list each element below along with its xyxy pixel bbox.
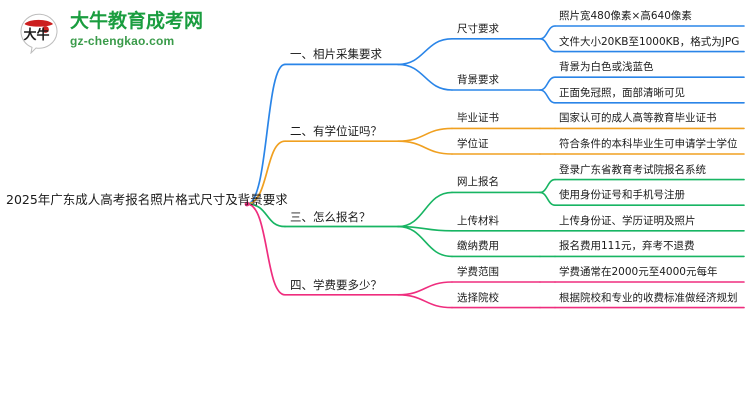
sub-node-2-2-label: 学位证 [457,138,489,150]
detail-label-2-2-1: 符合条件的本科毕业生可申请学士学位 [559,138,738,150]
detail-label-1-1-1: 照片宽480像素×高640像素 [559,10,692,22]
branch-3-label: 三、怎么报名？ [290,209,371,224]
logo-domain: gz-chengkao.com [70,34,175,48]
sub-node-3-2-label: 上传材料 [457,214,499,227]
logo-mark-icon: 大牛 [20,13,58,54]
sub-node-4-1-label: 学费范围 [457,266,499,278]
detail-label-1-1-2: 文件大小20KB至1000KB，格式为JPG [559,35,740,48]
branch-4-label: 四、学费要多少？ [290,277,382,292]
detail-label-3-3-1: 报名费用111元，弃考不退费 [559,240,695,253]
sub-node-1-1-label: 尺寸要求 [457,22,499,35]
detail-label-4-1-1: 学费通常在2000元至4000元每年 [559,266,718,278]
detail-label-2-1-1: 国家认可的成人高等教育毕业证书 [559,112,717,125]
sub-node-1-2-label: 背景要求 [457,74,499,86]
sub-node-3-1-label: 网上报名 [457,176,499,189]
detail-label-4-2-1: 根据院校和专业的收费标准做经济规划 [559,291,738,304]
logo-site-name: 大牛教育成考网 [70,10,204,32]
sub-node-4-2-label: 选择院校 [457,291,499,304]
detail-label-3-1-2: 使用身份证号和手机号注册 [559,189,685,202]
detail-label-1-2-1: 背景为白色或浅蓝色 [559,61,654,74]
branch-2-label: 二、有学位证吗？ [290,124,382,139]
detail-label-3-1-1: 登录广东省教育考试院报名系统 [559,163,706,176]
logo-wordmark: 大牛教育成考网 gz-chengkao.com [70,10,203,49]
detail-label-3-2-1: 上传身份证、学历证明及照片 [559,214,696,227]
mindmap-root-title: 2025年广东成人高考报名照片格式尺寸及背景要求 [6,192,288,207]
svg-text:大牛: 大牛 [23,27,49,43]
sub-node-2-1-label: 毕业证书 [457,112,499,125]
detail-label-1-2-2: 正面免冠照，面部清晰可见 [559,86,685,99]
site-logo: 大牛 大牛教育成考网 gz-chengkao.com [18,8,238,56]
branch-1-label: 一、相片采集要求 [290,47,382,62]
sub-node-3-3-label: 缴纳费用 [457,240,499,253]
